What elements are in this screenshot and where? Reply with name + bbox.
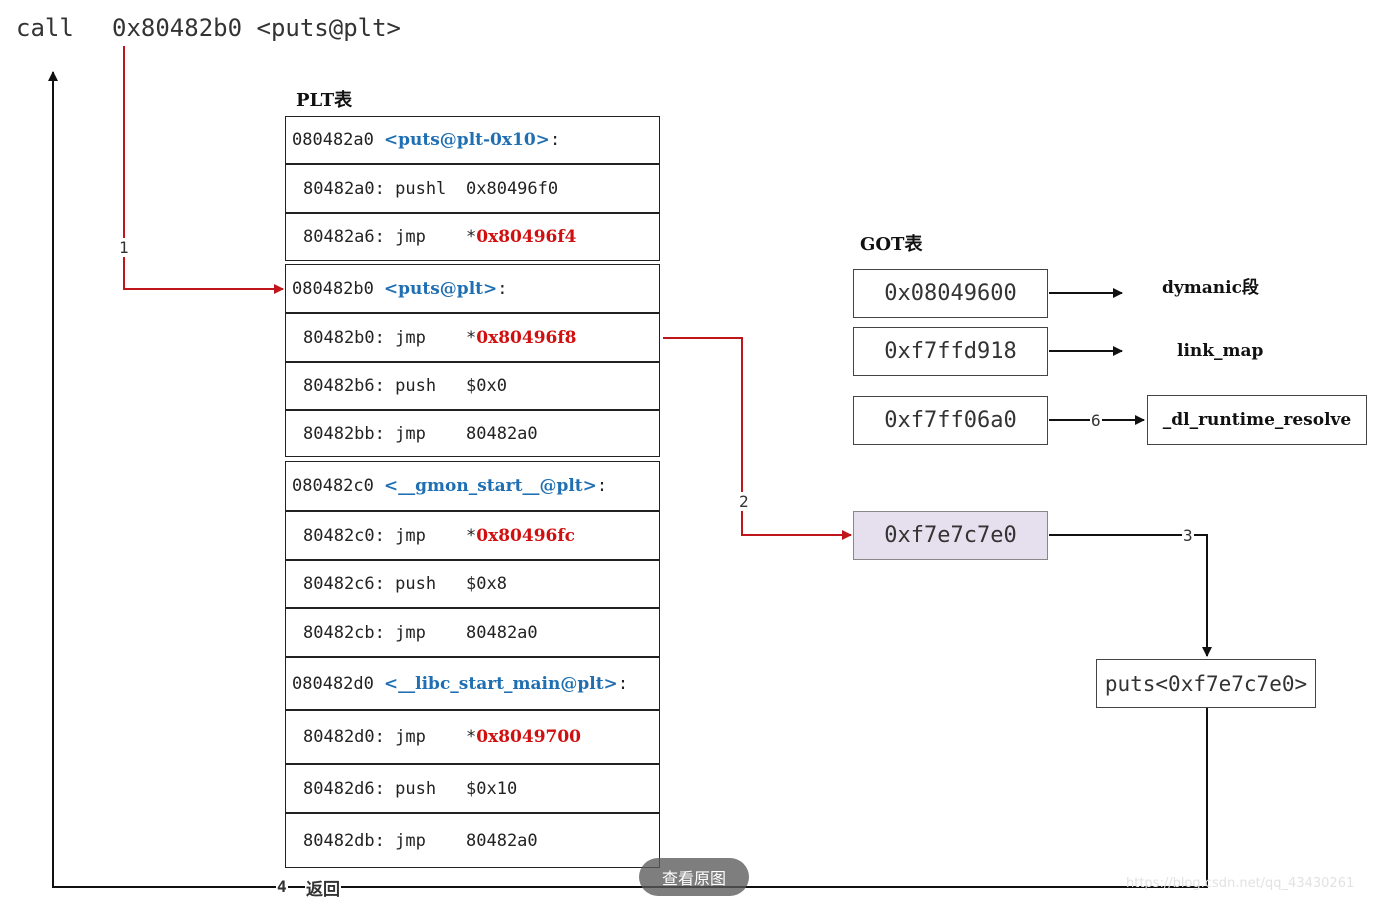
watermark: https://blog.csdn.net/qq_43430261	[1126, 876, 1355, 891]
plt-instruction-row: 80482cb: jmp 80482a0	[285, 608, 660, 657]
got-entry: 0xf7ffd918	[853, 327, 1048, 376]
call-operand: 0x80482b0 <puts@plt>	[112, 14, 401, 42]
step-label-6: 6	[1090, 411, 1102, 430]
arrow-step-2	[663, 337, 852, 540]
plt-entry-header: 080482a0 <puts@plt-0x10>:	[285, 116, 660, 164]
plt-operand-star: *	[466, 727, 477, 747]
plt-operand-value: 0x8049700	[476, 727, 582, 747]
plt-instruction: 80482b6: push	[303, 376, 437, 396]
plt-operand: 80482a0	[466, 831, 538, 851]
step-label-2: 2	[738, 492, 750, 511]
plt-entry-colon: :	[596, 476, 608, 496]
plt-operand-value: 0x80496f0	[466, 178, 559, 199]
plt-instruction: 80482bb: jmp	[303, 423, 426, 444]
plt-instruction: 80482c6: push	[303, 574, 437, 594]
plt-operand-star: *	[466, 327, 477, 348]
plt-instruction: 80482db: jmp	[303, 830, 426, 851]
plt-entry-address: 080482d0	[292, 673, 374, 694]
got-target-dynamic: dymanic段	[1162, 278, 1259, 298]
plt-instruction-row: 80482bb: jmp 80482a0	[285, 410, 660, 457]
plt-instruction-row: 80482a6: jmp *0x80496f4	[285, 213, 660, 261]
plt-entry-symbol: <puts@plt>	[383, 278, 498, 299]
puts-function-box: puts<0xf7e7c7e0>	[1096, 659, 1316, 708]
plt-operand: $0x0	[466, 376, 507, 396]
plt-instruction-row: 80482d6: push $0x10	[285, 764, 660, 813]
plt-instruction: 80482cb: jmp	[303, 622, 426, 643]
plt-operand: *0x80496f8	[466, 328, 577, 348]
plt-operand: *0x80496fc	[466, 526, 575, 546]
plt-instruction-row: 80482db: jmp 80482a0	[285, 813, 660, 868]
step-label-1: 1	[118, 238, 130, 257]
got-target-linkmap: link_map	[1177, 341, 1264, 361]
arrow-step-4	[48, 71, 1208, 888]
plt-operand: 0x80496f0	[466, 179, 558, 199]
plt-operand-value: 0x80496fc	[476, 525, 576, 546]
plt-operand: $0x8	[466, 574, 507, 594]
plt-operand-value: 80482a0	[466, 830, 538, 851]
call-mnemonic: call	[16, 14, 74, 42]
arrow-step-1	[123, 46, 284, 294]
plt-instruction: 80482a6: jmp	[303, 227, 426, 247]
got-entry: 0xf7ff06a0	[853, 396, 1048, 445]
plt-operand: *0x80496f4	[466, 227, 577, 247]
plt-operand-value: 80482a0	[466, 423, 538, 444]
plt-instruction-row: 80482c6: push $0x8	[285, 560, 660, 608]
plt-operand-value: $0x8	[466, 574, 507, 594]
plt-entry-header: 080482c0 <__gmon_start__@plt>:	[285, 461, 660, 511]
plt-entry-header: 080482d0 <__libc_start_main@plt>:	[285, 657, 660, 710]
plt-instruction: 80482c0: jmp	[303, 525, 426, 546]
arrow-step-3	[1049, 534, 1212, 657]
plt-entry-address: 080482a0	[292, 130, 374, 150]
plt-operand-value: $0x0	[466, 376, 507, 396]
plt-instruction: 80482d6: push	[303, 778, 437, 799]
plt-instruction: 80482a0: pushl	[303, 178, 447, 199]
plt-entry-address: 080482c0	[292, 476, 374, 496]
plt-instruction-row: 80482b6: push $0x0	[285, 362, 660, 410]
plt-operand-value: 0x80496f4	[476, 227, 577, 247]
got-resolved-entry: 0xf7e7c7e0	[853, 511, 1048, 560]
plt-operand-star: *	[466, 525, 477, 546]
plt-entry-colon: :	[617, 673, 629, 694]
plt-instruction: 80482d0: jmp	[303, 727, 426, 747]
return-label: 返回	[305, 875, 341, 900]
plt-operand-value: 80482a0	[466, 622, 538, 643]
plt-instruction-row: 80482c0: jmp *0x80496fc	[285, 511, 660, 560]
plt-operand: 80482a0	[466, 623, 538, 643]
plt-entry-symbol: <__gmon_start__@plt>	[383, 476, 597, 496]
plt-operand: $0x10	[466, 779, 517, 799]
plt-entry-address: 080482b0	[292, 278, 374, 299]
plt-title: PLT表	[296, 90, 353, 111]
plt-entry-header: 080482b0 <puts@plt>:	[285, 264, 660, 313]
plt-entry-symbol: <puts@plt-0x10>	[383, 130, 550, 150]
plt-operand-star: *	[466, 227, 477, 247]
step-label-3: 3	[1182, 526, 1194, 545]
plt-entry-symbol: <__libc_start_main@plt>	[383, 673, 618, 694]
plt-instruction: 80482b0: jmp	[303, 327, 426, 348]
plt-instruction-row: 80482b0: jmp *0x80496f8	[285, 313, 660, 362]
view-original-button[interactable]: 查看原图	[639, 858, 749, 896]
dl-runtime-resolve-box: _dl_runtime_resolve	[1147, 395, 1367, 445]
step-label-4: 4	[276, 877, 288, 896]
got-entry: 0x08049600	[853, 269, 1048, 318]
plt-instruction-row: 80482d0: jmp *0x8049700	[285, 710, 660, 764]
plt-entry-colon: :	[549, 130, 561, 150]
plt-operand-value: $0x10	[466, 778, 518, 799]
plt-entry-colon: :	[497, 278, 508, 299]
got-title: GOT表	[860, 234, 923, 255]
plt-operand-value: 0x80496f8	[476, 327, 577, 348]
plt-operand: *0x8049700	[466, 727, 581, 747]
plt-operand: 80482a0	[466, 424, 538, 444]
plt-instruction-row: 80482a0: pushl 0x80496f0	[285, 164, 660, 213]
